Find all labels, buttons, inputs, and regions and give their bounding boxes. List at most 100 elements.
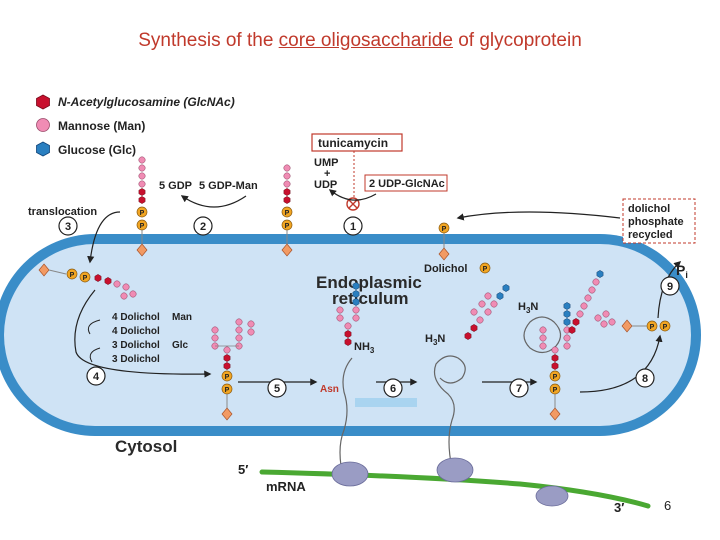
oligosaccharide-chains [94, 156, 616, 370]
h3n-label-a: H3N [425, 333, 445, 347]
step-circle-9 [660, 276, 680, 296]
step-label-3: 3 [65, 221, 71, 233]
dolichol-anchor-5 [549, 407, 561, 421]
gdp-man-label: 5 GDP-Man [199, 180, 258, 192]
sugar-chain-protein2-6 [490, 300, 498, 308]
sugar-chain-protein1-5 [336, 306, 344, 314]
phosphate-3a-text: P [442, 226, 447, 233]
sugar-chain-protein1-2 [344, 322, 352, 330]
sugar-chain-protein2-2 [476, 316, 484, 324]
step-circle-5 [267, 378, 287, 398]
polypeptide-chain-2 [433, 355, 466, 469]
sugar-chain-protein1-7 [352, 298, 360, 306]
dolichol-recycled-line3: recycled [628, 229, 673, 241]
sugar-chain-b-1 [283, 188, 291, 196]
polypeptide-chain-1 [339, 357, 353, 481]
step-circle-7 [509, 378, 529, 398]
dolichol-anchor-3 [438, 247, 450, 261]
arrow-step2 [180, 195, 247, 208]
sugar-chain-c-trunk-2 [223, 346, 231, 354]
arrow-step1 [328, 189, 377, 201]
sugar-chain-protein2-8 [496, 292, 504, 300]
tunicamycin-box [311, 133, 403, 152]
step-label-9: 9 [667, 281, 673, 293]
sugar-chain-protein1-4 [352, 314, 360, 322]
five-prime-label: 5′ [238, 462, 248, 477]
sugar-chain-d-trunk-2 [551, 346, 559, 354]
sugar-chain-protein1-9 [352, 282, 360, 290]
flipping-dolichol-anchor [38, 263, 50, 277]
dolichol-recycled-box [622, 198, 696, 244]
udp-label: UDP [314, 179, 337, 191]
sugar-chain-protein1-0 [344, 338, 352, 346]
sugar-chain-protein2-9 [502, 284, 510, 292]
sugar-chain-d-right-3 [563, 318, 571, 326]
sugar-chain-d-left-1 [539, 334, 547, 342]
sugar-chain-c-trunk-1 [223, 354, 231, 362]
sugar-chain-b-4 [283, 164, 291, 172]
sugar-chain-protein2-1 [470, 324, 478, 332]
sugar-chain-d-left-2 [539, 326, 547, 334]
arrow-step8 [579, 334, 663, 393]
sugar-chain-c-right-1 [235, 334, 243, 342]
phosphate-2a [281, 206, 293, 218]
dolichol-anchor-4 [221, 407, 233, 421]
ribosome-3 [535, 485, 569, 507]
udp-glcnac-box [364, 174, 448, 192]
phosphate-1b-text: P [140, 223, 145, 230]
ribosome-1 [331, 461, 369, 487]
folded-protein [523, 316, 562, 354]
sugar-chain-b-2 [283, 180, 291, 188]
sugar-chain-folded-7 [596, 270, 604, 278]
recycled-dolichol-anchor [621, 319, 633, 333]
arrow-recycle [456, 211, 621, 221]
inhibition-icon-cross [348, 199, 358, 209]
step-label-6: 6 [390, 383, 396, 395]
arrow-step4 [74, 289, 212, 378]
glcnac-legend-icon [36, 94, 50, 110]
flipping-phosphate-a-text: P [70, 272, 75, 279]
sugar-chain-protein2-4 [484, 308, 492, 316]
step-label-5: 5 [274, 383, 280, 395]
sugar-chain-protein1-6 [352, 306, 360, 314]
three-prime-label: 3′ [614, 500, 624, 515]
asn-label: Asn [320, 384, 339, 395]
arrow-step3 [87, 211, 121, 264]
flipping-phosphate-b [79, 271, 91, 283]
title-prefix: Synthesis of the [138, 30, 279, 51]
sugar-chain-flip-2 [113, 280, 121, 288]
legend-glcnac-label: N-Acetylglucosamine (GlcNAc) [58, 95, 235, 109]
step-circle-1 [343, 216, 363, 236]
phosphate-4a-text: P [225, 374, 230, 381]
sugar-chain-d-right-5 [563, 302, 571, 310]
sugar-chain-flip-5 [129, 290, 137, 298]
plus-label: + [324, 168, 330, 180]
phosphate-5b-text: P [553, 387, 558, 394]
sugar-chain-folded-0 [568, 326, 576, 334]
sugar-chain-b-0 [283, 196, 291, 204]
flipping-dolichol-tail [48, 269, 67, 275]
sugar-chain-a-4 [138, 164, 146, 172]
step-circle-3 [58, 216, 78, 236]
phosphate-2a-text: P [285, 210, 290, 217]
sugar-chain-folded-6 [592, 278, 600, 286]
step-label-7: 7 [516, 383, 522, 395]
step-label-1: 1 [350, 221, 356, 233]
sugar-chain-folded-branch-1 [602, 310, 610, 318]
sugar-chain-protein1-8 [352, 290, 360, 298]
sugar-chain-folded-branch-2 [600, 320, 608, 328]
dolichol-p-label: Dolichol [424, 263, 467, 275]
sugar-chain-c-trunk-0 [223, 362, 231, 370]
donor-dolichol-glc-b: 3 Dolichol [112, 354, 160, 365]
flipping-phosphate-b-text: P [83, 275, 88, 282]
sugar-chain-folded-5 [588, 286, 596, 294]
step-circle-4 [86, 366, 106, 386]
step-label-2: 2 [200, 221, 206, 233]
legend: N-Acetylglucosamine (GlcNAc) Mannose (Ma… [36, 94, 235, 157]
page-number: 6 [664, 498, 672, 513]
sugar-chain-c-right-2 [235, 326, 243, 334]
donor-dolichol-glc-a: 3 Dolichol [112, 340, 160, 351]
cytosol-label: Cytosol [115, 437, 177, 456]
phosphate-4a [221, 370, 233, 382]
